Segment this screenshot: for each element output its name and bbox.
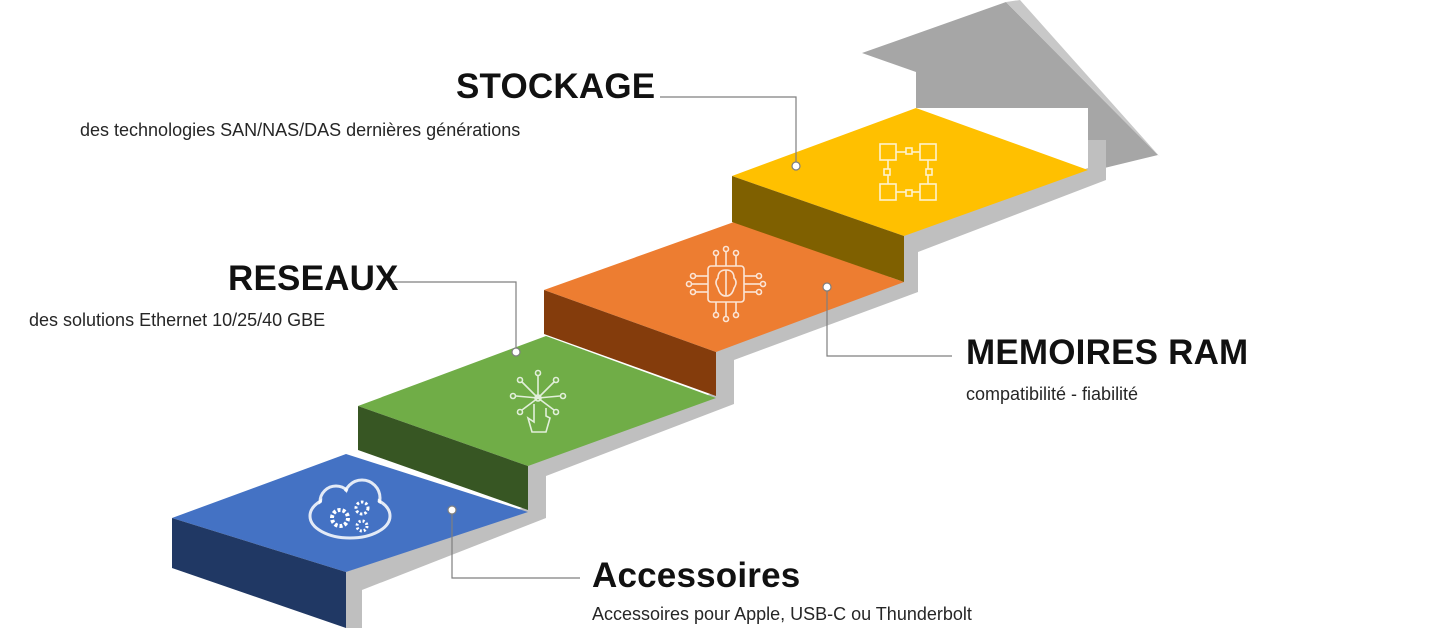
step-accessoires	[172, 454, 528, 628]
step-stockage-top	[732, 108, 1088, 236]
stair-back	[904, 140, 1106, 288]
step-memoires-top	[544, 222, 904, 352]
stockage-subtitle: des technologies SAN/NAS/DAS dernières g…	[80, 120, 521, 140]
riser-3	[716, 280, 918, 402]
connector-lines	[390, 96, 952, 579]
arrow-shape	[346, 0, 1160, 628]
step-stockage	[732, 108, 1088, 282]
step-memoires-side	[544, 290, 716, 396]
memoires-subtitle: compatibilité - fiabilité	[966, 384, 1139, 404]
connector-stockage	[660, 96, 797, 166]
step-reseaux	[358, 336, 716, 510]
step-accessoires-side	[172, 518, 346, 628]
memoires-title: MEMOIRES RAM	[966, 333, 1249, 372]
step-stockage-side	[732, 176, 904, 282]
chip-brain-icon	[685, 245, 767, 323]
connector-accessoires	[451, 510, 580, 579]
connector-dot-reseaux	[511, 347, 521, 357]
connector-dot-stockage	[791, 161, 801, 171]
connector-memoires	[826, 287, 952, 357]
connector-dot-accessoires	[447, 505, 457, 515]
arrow-head	[862, 2, 1158, 172]
accessoires-subtitle: Accessoires pour Apple, USB-C ou Thunder…	[592, 604, 972, 624]
connector-dot-memoires	[822, 282, 832, 292]
touch-network-icon	[509, 369, 567, 433]
accessoires-title: Accessoires	[592, 556, 801, 595]
storage-blocks-icon	[879, 143, 937, 201]
step-reseaux-side	[358, 406, 528, 510]
arrow-head-side	[1006, 0, 1160, 157]
riser-1	[346, 506, 546, 628]
reseaux-title: RESEAUX	[228, 259, 399, 298]
cloud-gears-icon	[308, 478, 392, 540]
connector-reseaux	[390, 281, 517, 352]
reseaux-subtitle: des solutions Ethernet 10/25/40 GBE	[29, 310, 326, 330]
step-memoires	[544, 222, 904, 396]
stockage-title: STOCKAGE	[456, 67, 656, 106]
riser-2	[528, 392, 734, 518]
